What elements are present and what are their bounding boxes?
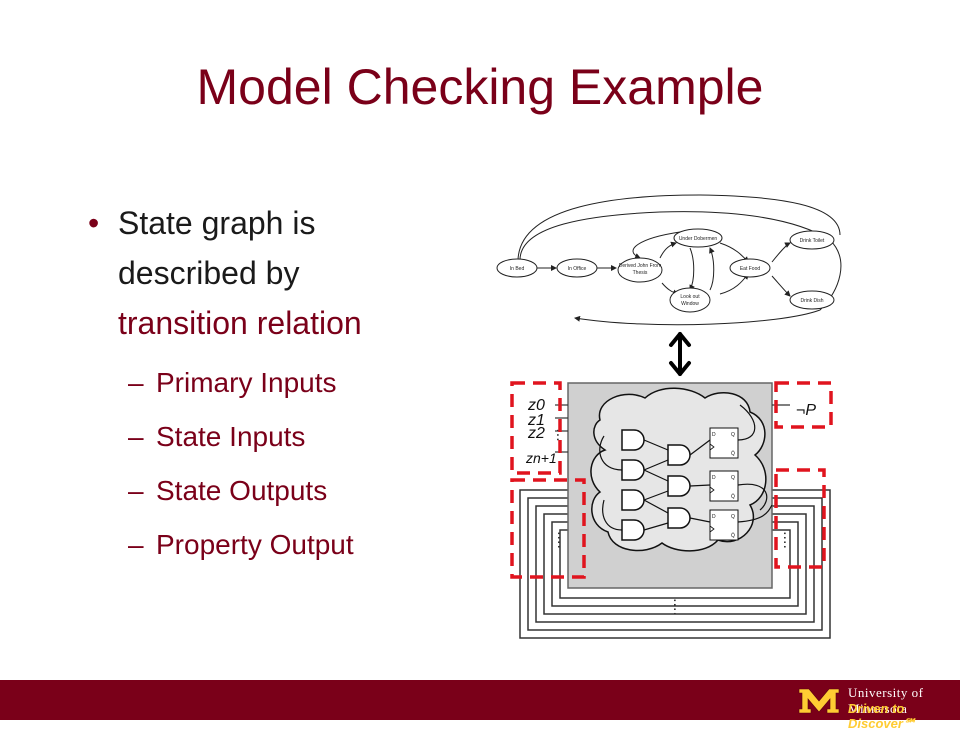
university-m-logo-icon — [798, 688, 840, 714]
sub-bullet-primary-inputs: –Primary Inputs — [128, 367, 337, 398]
svg-text:Q̄: Q̄ — [731, 450, 735, 457]
sub-bullet-state-inputs: –State Inputs — [128, 421, 306, 452]
node-under-dobermen: Under Dobermen — [679, 236, 718, 242]
svg-text:Q̄: Q̄ — [731, 493, 735, 500]
highlight-property-output — [774, 381, 833, 429]
svg-text:D: D — [712, 432, 716, 438]
node-drink-toilet: Drink Toilet — [800, 238, 825, 244]
input-label-zn1: zn+1 — [525, 450, 557, 466]
svg-text:Q: Q — [731, 475, 735, 481]
node-derived-2: Thesis — [633, 270, 648, 276]
svg-text:D: D — [712, 514, 716, 520]
input-label-z0: z0 — [527, 397, 545, 414]
node-eat-food: Eat Food — [740, 266, 761, 272]
highlight-primary-inputs — [510, 381, 562, 475]
bullet-text-line2: described by — [118, 255, 300, 291]
bullet-main: • State graph is described by transition… — [88, 198, 468, 348]
svg-text:....: .... — [670, 598, 687, 616]
sub-bullet-property-output: –Property Output — [128, 529, 354, 560]
bullet-dot: • — [88, 205, 100, 241]
double-arrow-icon — [669, 332, 691, 376]
svg-text:....: .... — [780, 531, 797, 549]
svg-text:Q: Q — [731, 514, 735, 520]
logic-gates — [621, 429, 691, 541]
model-checking-figure: In Bed In Office Derived John From Thesi… — [496, 194, 842, 639]
svg-text:...: ... — [553, 428, 570, 441]
node-drink-dish: Drink Dish — [800, 298, 823, 304]
svg-text:D: D — [712, 475, 716, 481]
sub-bullet-state-outputs: –State Outputs — [128, 475, 328, 506]
bullet-highlight: transition relation — [118, 305, 362, 341]
highlight-state-outputs — [774, 468, 826, 569]
svg-text:Q: Q — [731, 432, 735, 438]
flip-flops: D Q Q̄ D Q Q̄ D Q Q̄ — [709, 427, 739, 541]
gate-wires — [599, 404, 773, 531]
node-lookout-1: Look out — [680, 294, 700, 300]
slide-title: Model Checking Example — [196, 59, 764, 115]
svg-text:....: .... — [554, 531, 571, 549]
footer-tagline: Driven to Discover℠ — [848, 701, 917, 731]
input-label-z1: z1 — [527, 412, 545, 429]
node-derived-1: Derived John From — [619, 263, 662, 269]
input-label-z2: z2 — [527, 425, 545, 442]
ellipsis-dots: .... .... .... ... — [553, 428, 797, 616]
property-label: ¬P — [796, 402, 816, 419]
svg-text:Q̄: Q̄ — [731, 532, 735, 539]
footer-university: University of Minnesota — [848, 685, 924, 716]
bullet-text-line1: State graph is — [118, 205, 316, 241]
node-in-office: In Office — [568, 266, 587, 272]
bullet-list: • State graph is described by transition… — [88, 198, 468, 572]
node-in-bed: In Bed — [510, 266, 525, 272]
node-lookout-2: Window — [681, 301, 699, 307]
footer-bar — [0, 680, 960, 720]
